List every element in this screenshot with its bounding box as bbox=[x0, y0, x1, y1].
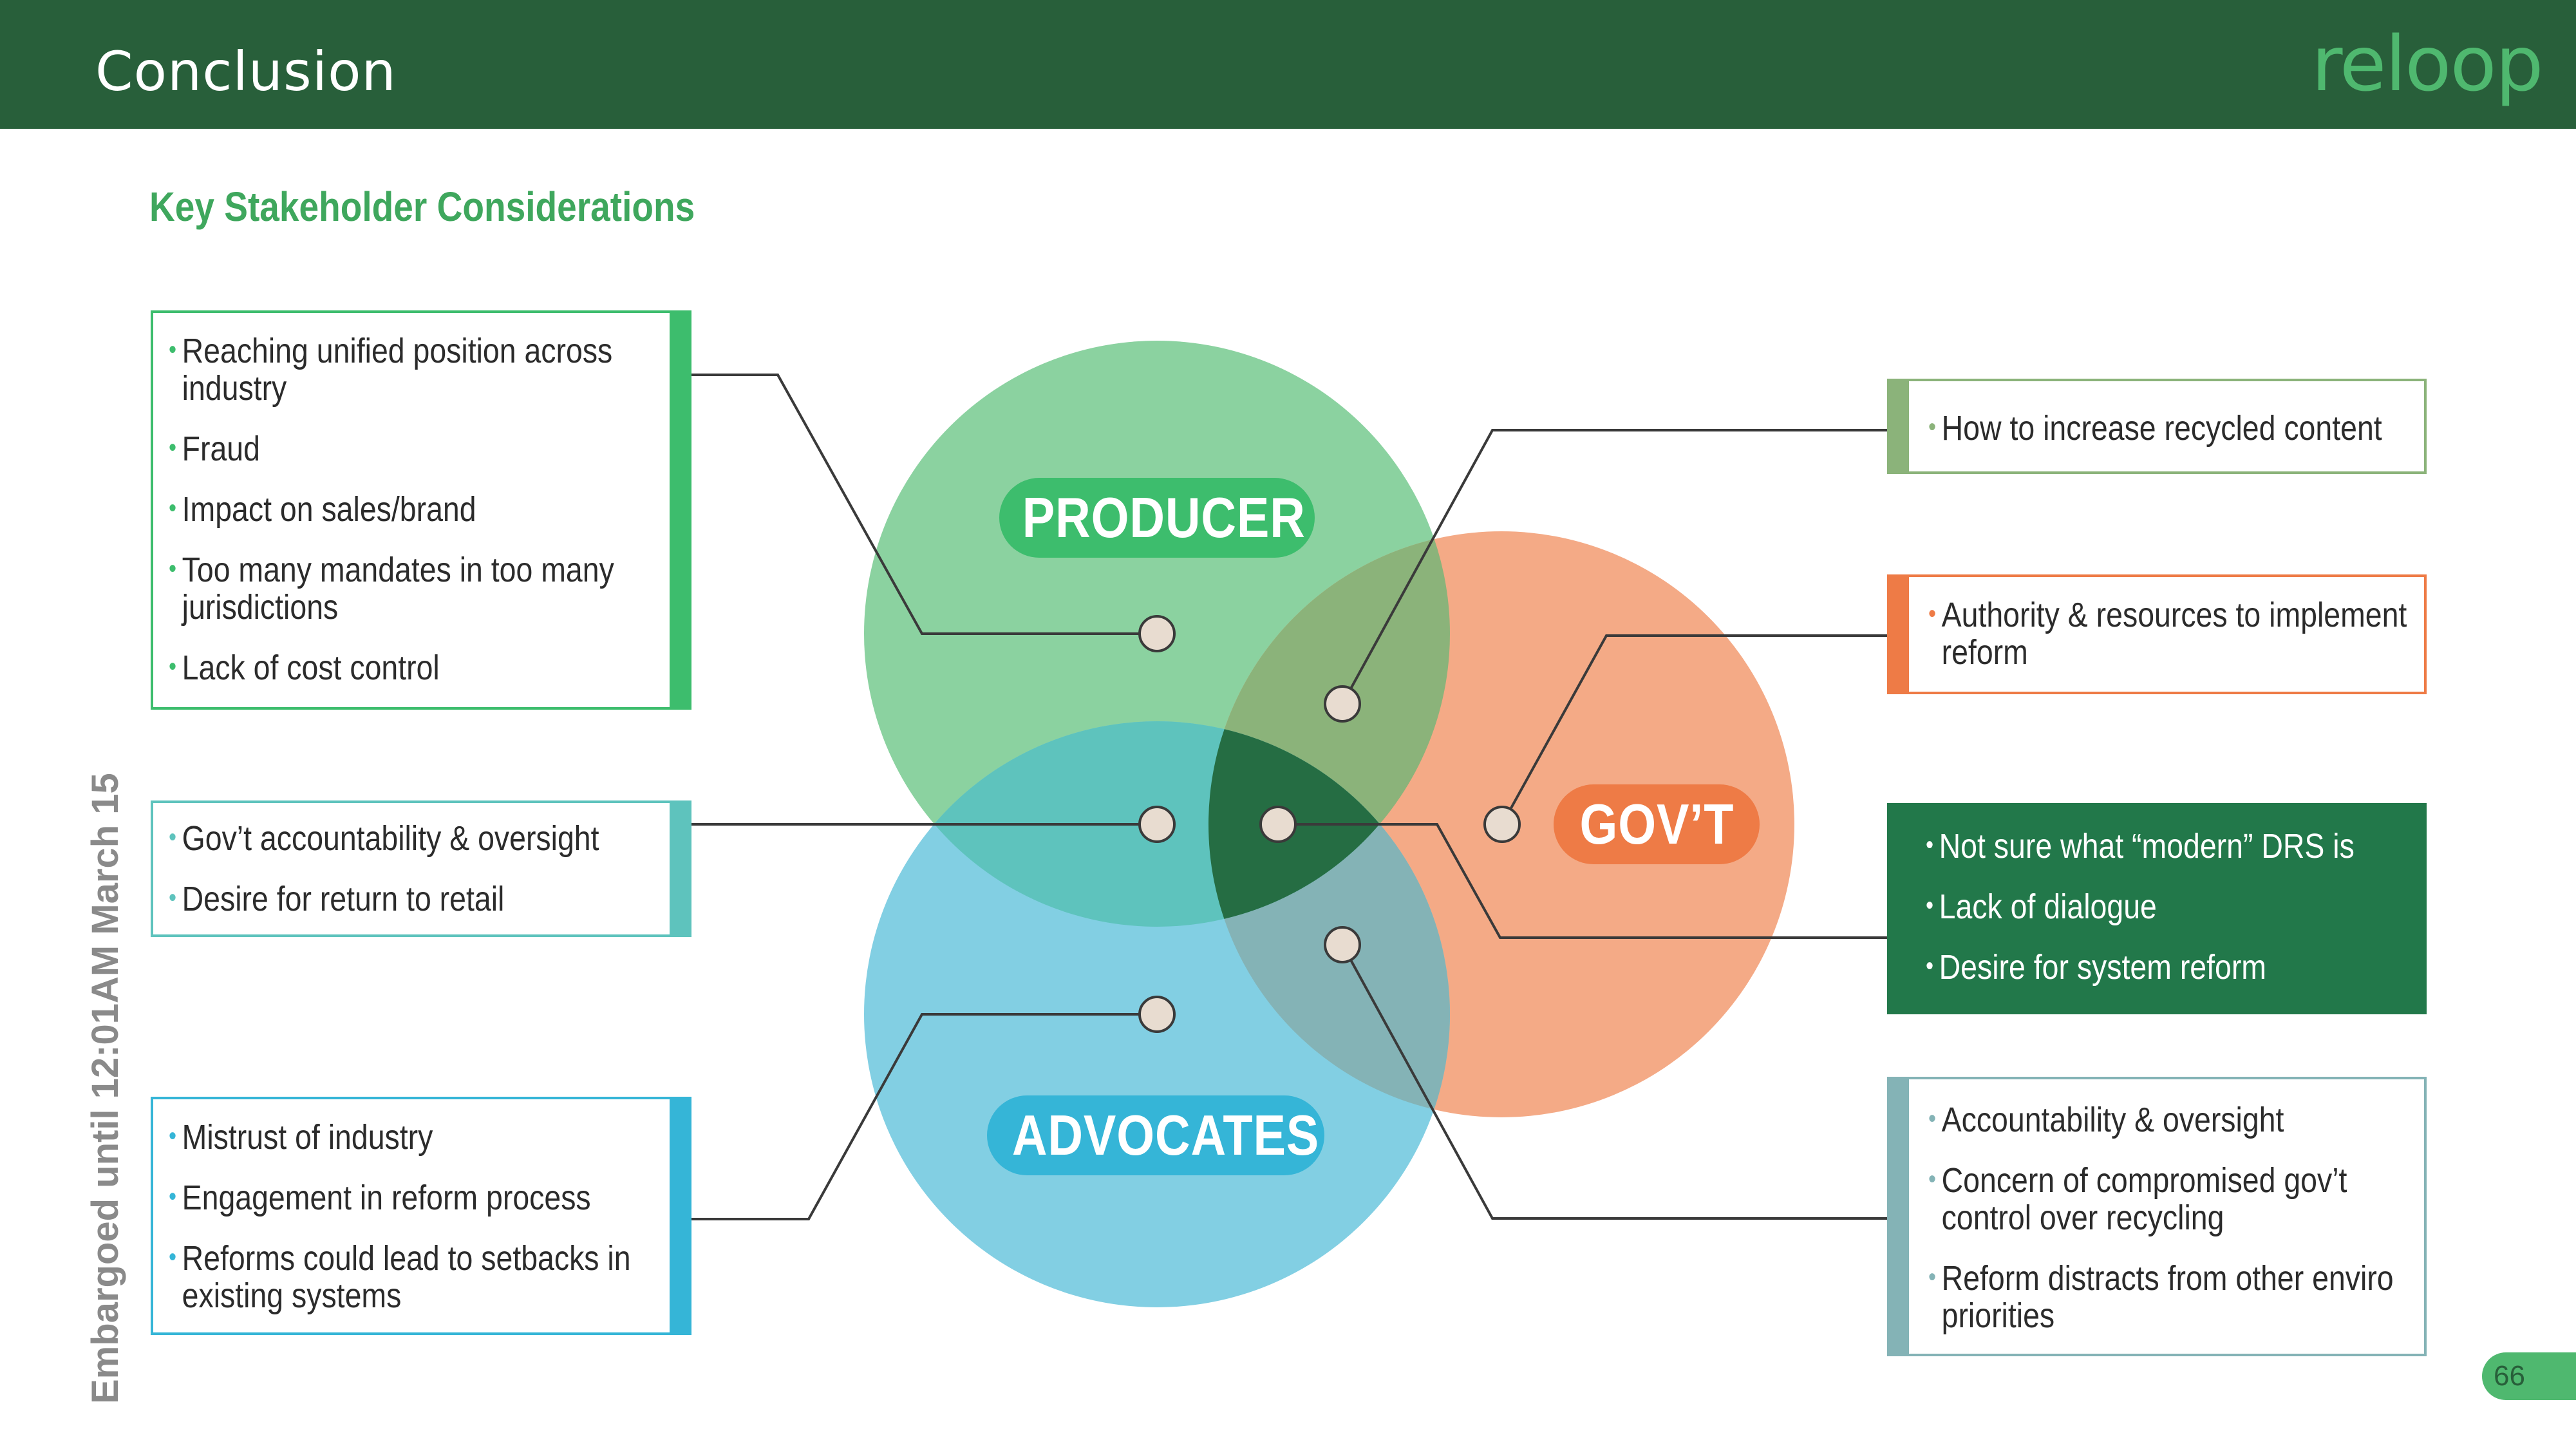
connector-producer-govt bbox=[1341, 429, 1888, 705]
connector-govt bbox=[1501, 634, 1888, 825]
list-item: Mistrust of industry bbox=[169, 1117, 657, 1156]
producer-label: PRODUCER bbox=[999, 478, 1315, 558]
list-item: Authority & resources to implement refor… bbox=[1928, 595, 2417, 671]
list-item: Reaching unified position across industr… bbox=[169, 331, 657, 407]
producer-considerations-box: Reaching unified position across industr… bbox=[151, 310, 691, 710]
section-title: Key Stakeholder Considerations bbox=[149, 184, 695, 230]
list-item: Desire for return to retail bbox=[169, 879, 657, 918]
connector-all bbox=[1278, 823, 1888, 939]
list-item: Impact on sales/brand bbox=[169, 489, 657, 528]
connector-govt-advocates bbox=[1341, 944, 1888, 1220]
list-item: Engagement in reform process bbox=[169, 1178, 657, 1217]
list-item: Reform distracts from other enviro prior… bbox=[1928, 1258, 2417, 1334]
list-item: Accountability & oversight bbox=[1928, 1100, 2417, 1139]
embargo-watermark: Embargoed until 12:01AM March 15 bbox=[84, 773, 126, 1404]
list-item: Gov’t accountability & oversight bbox=[169, 819, 657, 857]
dot-govt bbox=[1483, 806, 1521, 843]
list-item: Lack of cost control bbox=[169, 648, 657, 687]
list-item: How to increase recycled content bbox=[1928, 408, 2417, 447]
dot-all bbox=[1259, 806, 1297, 843]
list-item: Concern of compromised gov’t control ove… bbox=[1928, 1160, 2417, 1236]
header-bar: Conclusion reloop bbox=[0, 0, 2576, 129]
connector-advocates bbox=[691, 1013, 1157, 1220]
producer-govt-considerations-box: How to increase recycled content bbox=[1887, 379, 2427, 474]
producer-advocates-considerations-box: Gov’t accountability & oversight Desire … bbox=[151, 800, 691, 937]
advocates-label: ADVOCATES bbox=[987, 1095, 1324, 1175]
list-item: Desire for system reform bbox=[1926, 947, 2414, 986]
page-number: 66 bbox=[2482, 1352, 2576, 1400]
dot-producer-advocates bbox=[1138, 806, 1176, 843]
page-title: Conclusion bbox=[95, 40, 397, 103]
list-item: Reforms could lead to setbacks in existi… bbox=[169, 1238, 657, 1314]
reloop-logo: reloop bbox=[2311, 19, 2544, 108]
list-item: Fraud bbox=[169, 429, 657, 468]
govt-advocates-considerations-box: Accountability & oversight Concern of co… bbox=[1887, 1077, 2427, 1356]
advocates-considerations-box: Mistrust of industry Engagement in refor… bbox=[151, 1097, 691, 1335]
producer-list: Reaching unified position across industr… bbox=[169, 331, 645, 710]
list-item: Not sure what “modern” DRS is bbox=[1926, 826, 2414, 865]
dot-govt-advocates bbox=[1324, 926, 1361, 963]
govt-label: GOV’T bbox=[1554, 784, 1760, 864]
all-stakeholders-considerations-box: Not sure what “modern” DRS is Lack of di… bbox=[1887, 803, 2427, 1014]
dot-advocates bbox=[1138, 996, 1176, 1033]
list-item: Lack of dialogue bbox=[1926, 887, 2414, 925]
dot-producer-govt bbox=[1324, 685, 1361, 723]
list-item: Too many mandates in too many jurisdicti… bbox=[169, 550, 657, 626]
connector-producer bbox=[691, 374, 1157, 635]
govt-considerations-box: Authority & resources to implement refor… bbox=[1887, 574, 2427, 694]
dot-producer bbox=[1138, 615, 1176, 652]
